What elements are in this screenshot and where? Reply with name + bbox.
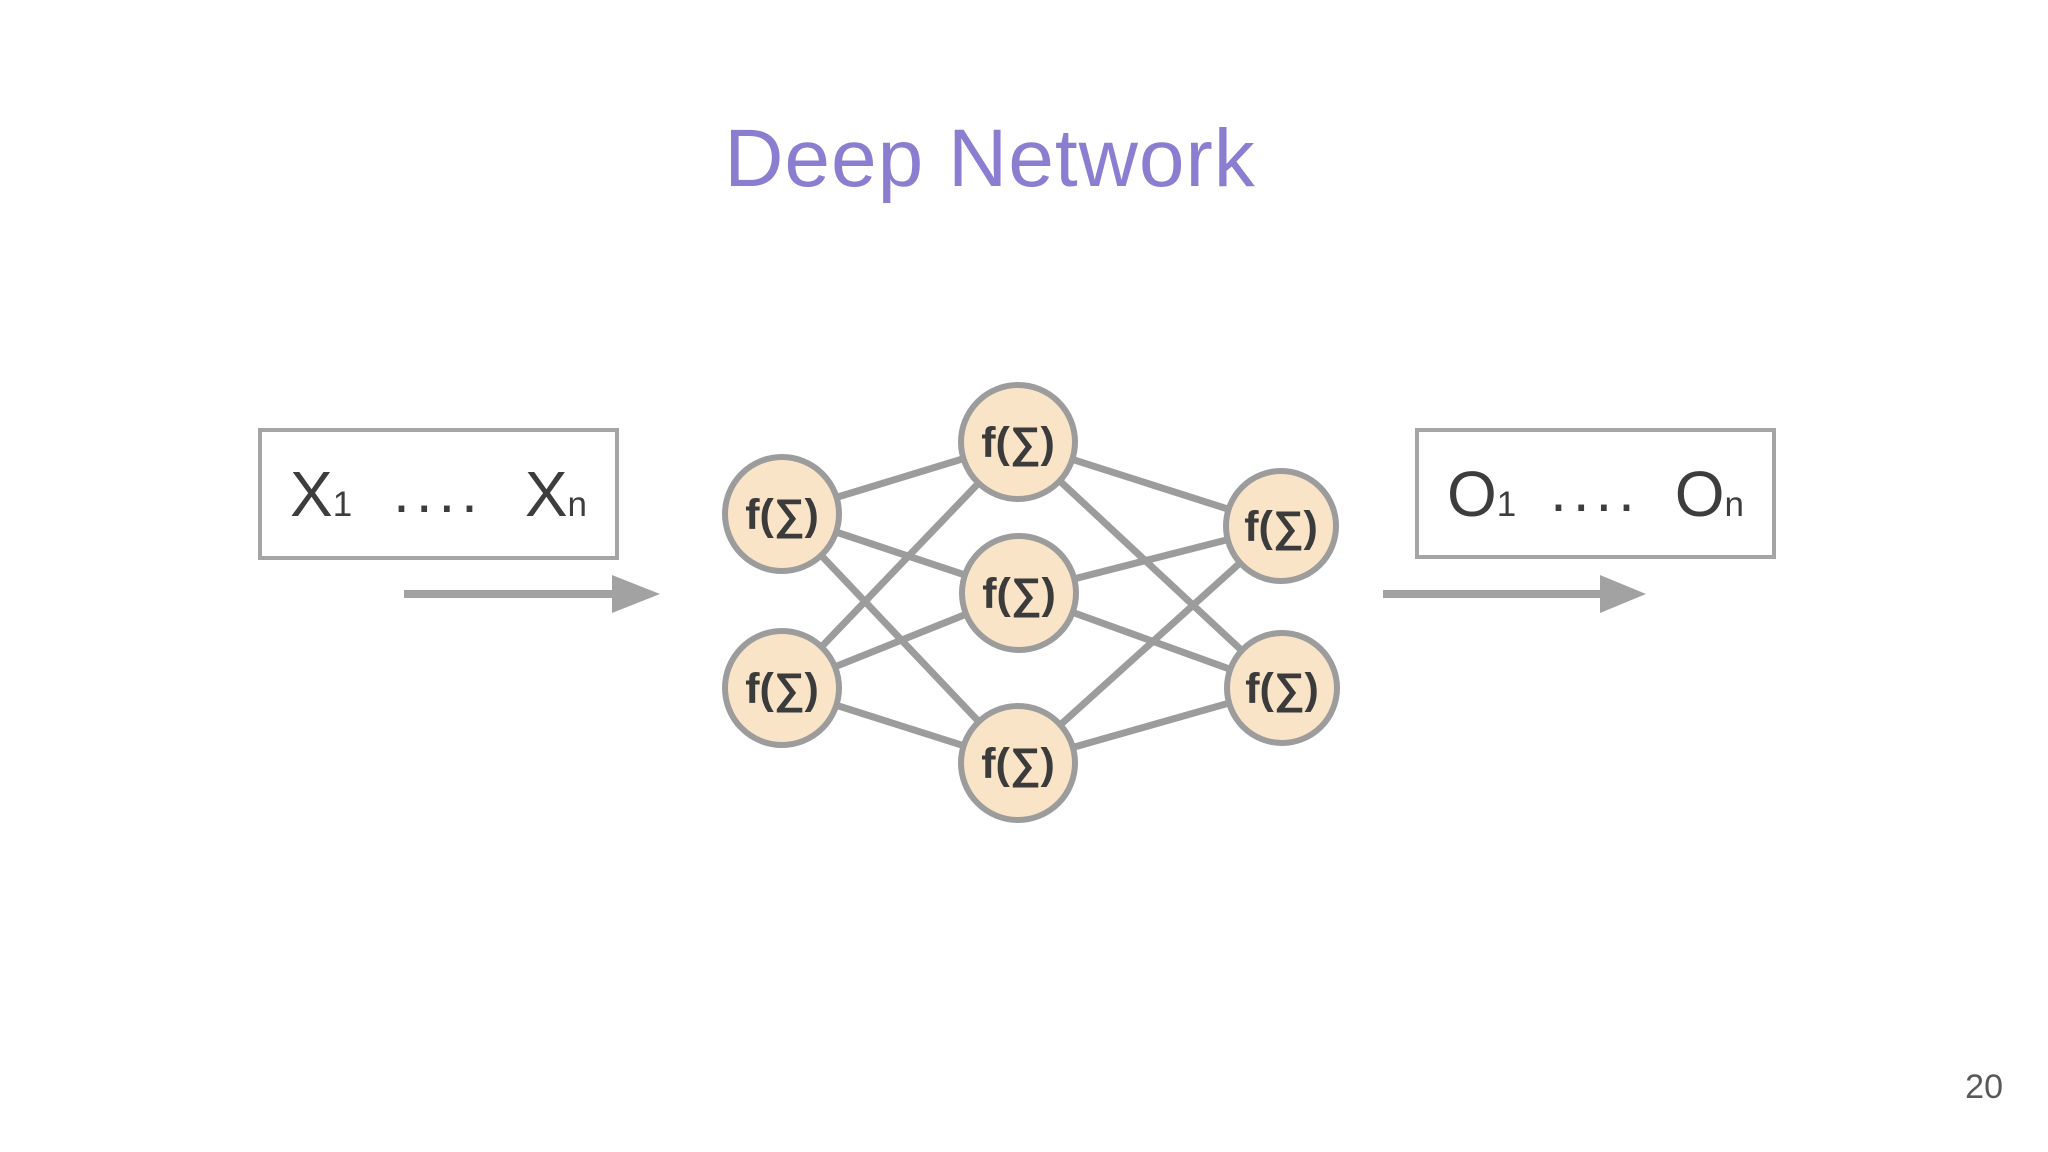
- input-ellipsis: ....: [393, 457, 484, 525]
- neuron-label: f(∑): [981, 419, 1055, 467]
- page-number: 20: [1965, 1068, 2003, 1106]
- neuron-label: f(∑): [745, 665, 819, 713]
- neuron-node: [959, 533, 1079, 653]
- neuron-node: [958, 382, 1078, 502]
- neuron-label: f(∑): [982, 570, 1056, 618]
- output-ellipsis: ....: [1550, 457, 1641, 524]
- output-last-label: On: [1674, 457, 1744, 530]
- input-box: X1 .... Xn: [258, 428, 619, 560]
- neuron-node: [1223, 468, 1339, 584]
- neuron-node: [1224, 630, 1340, 746]
- input-last-label: Xn: [524, 458, 587, 530]
- input-arrow-icon: [404, 575, 660, 613]
- input-first-label: X1: [290, 458, 353, 530]
- neuron-node: [722, 454, 842, 574]
- output-box: O1 .... On: [1415, 428, 1776, 559]
- neuron-label: f(∑): [1245, 665, 1319, 713]
- neuron-label: f(∑): [745, 491, 819, 539]
- output-arrow-icon: [1383, 575, 1646, 613]
- neuron-node: [722, 628, 842, 748]
- edge-line: [1015, 439, 1285, 691]
- neuron-label: f(∑): [981, 740, 1055, 788]
- output-first-label: O1: [1447, 457, 1517, 530]
- slide-title: Deep Network: [724, 113, 1256, 204]
- neuron-label: f(∑): [1244, 503, 1318, 551]
- neuron-node: [958, 703, 1078, 823]
